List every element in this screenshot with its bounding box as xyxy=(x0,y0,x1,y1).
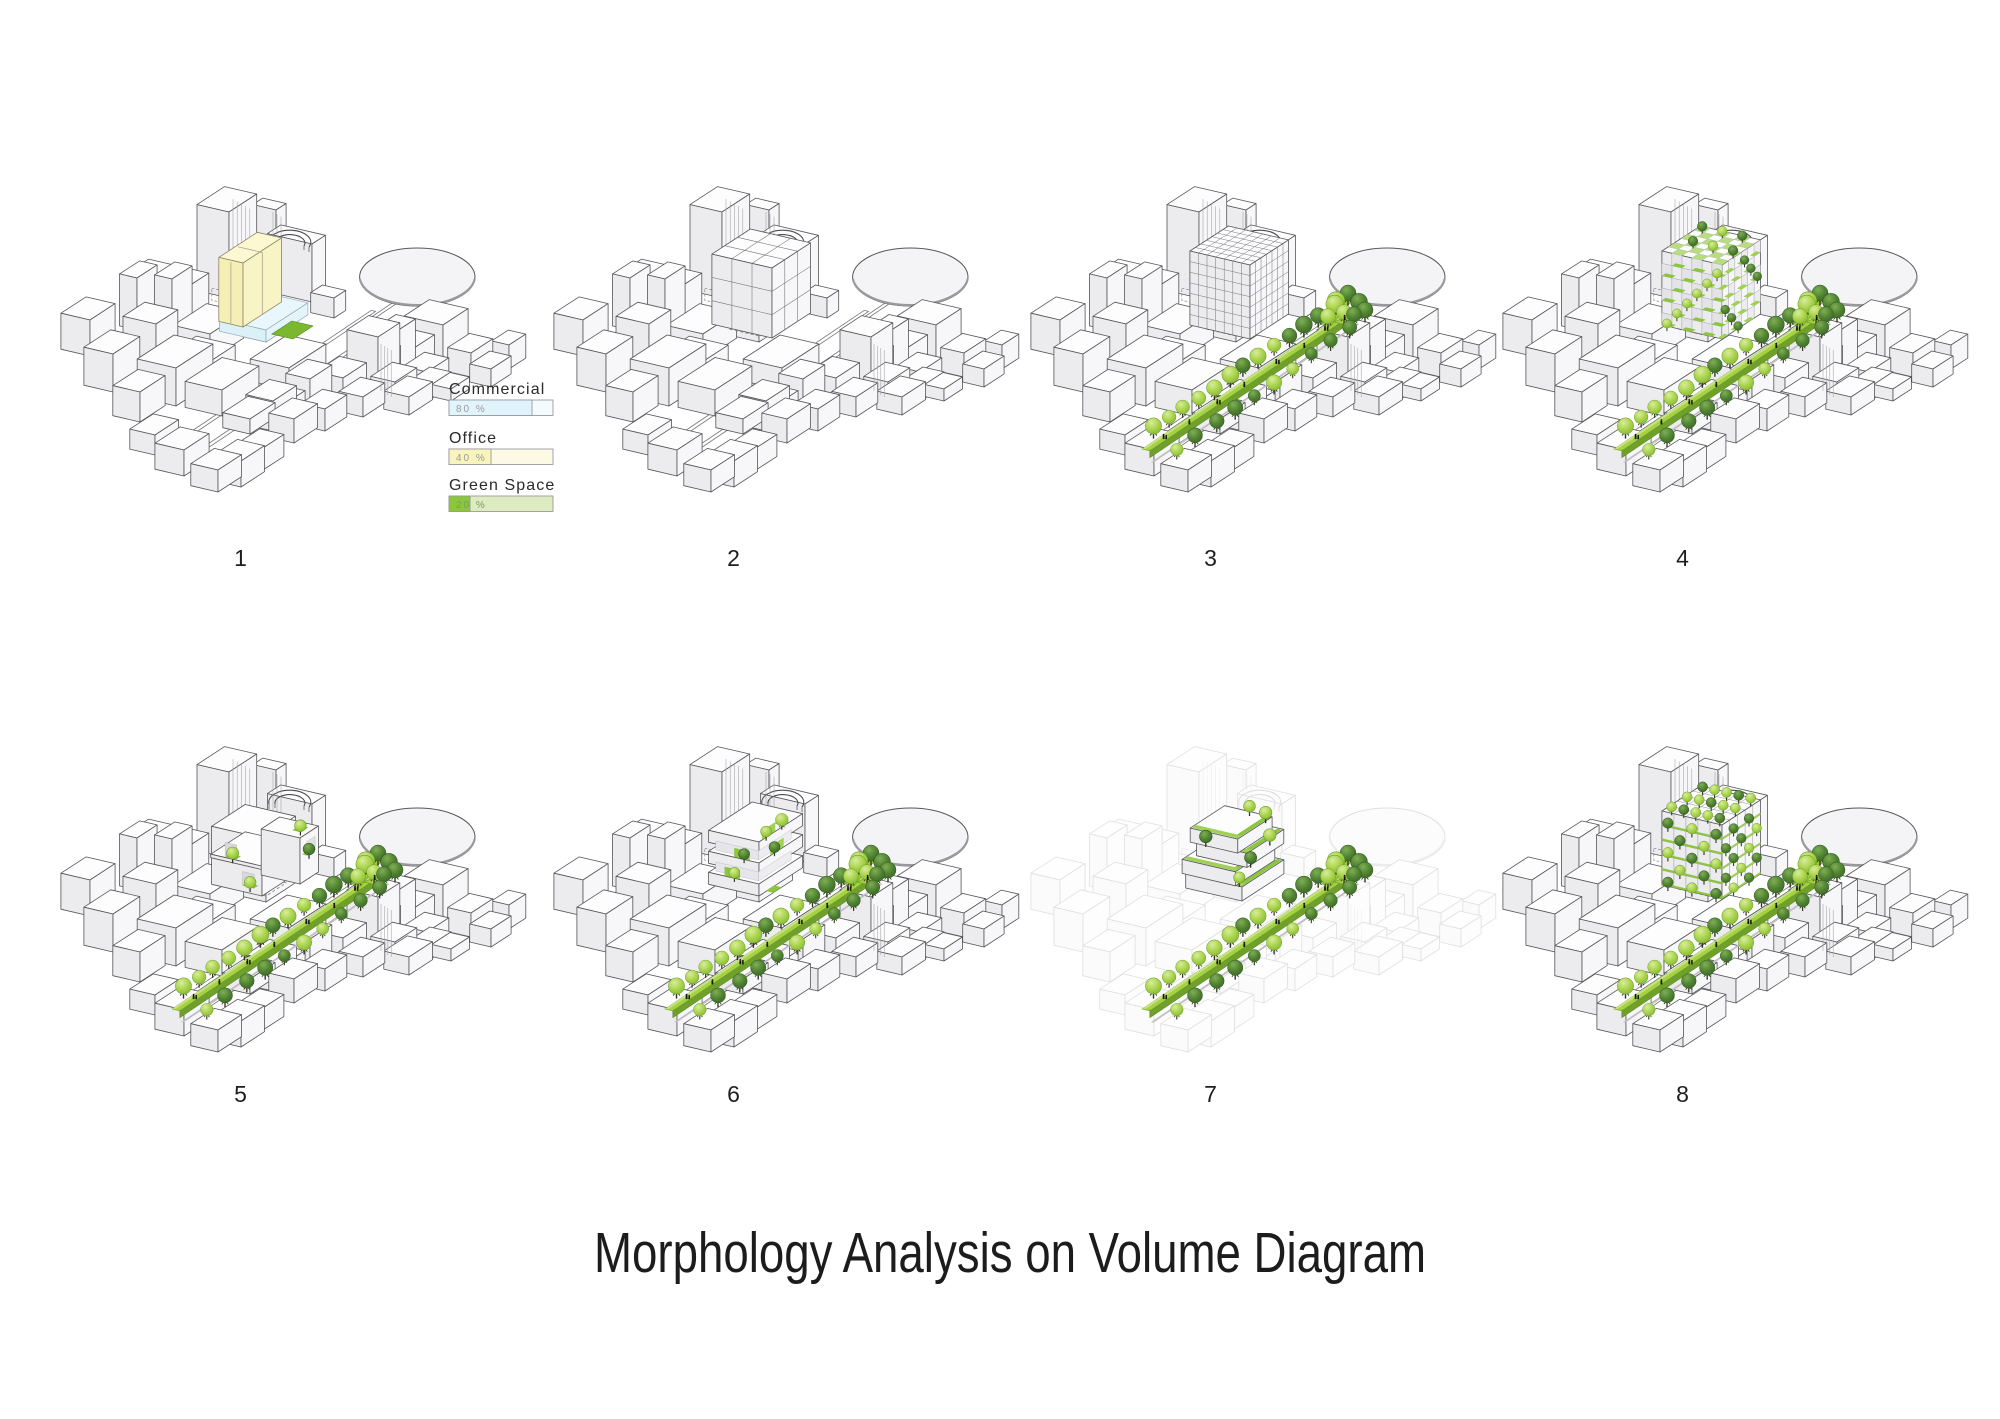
svg-text:3: 3 xyxy=(1204,545,1217,571)
svg-text:40 %: 40 % xyxy=(456,453,487,464)
svg-text:2: 2 xyxy=(727,545,740,571)
svg-text:Green Space: Green Space xyxy=(449,477,555,494)
svg-text:20 %: 20 % xyxy=(456,500,487,511)
svg-text:4: 4 xyxy=(1676,545,1689,571)
svg-text:1: 1 xyxy=(234,545,247,571)
svg-text:5: 5 xyxy=(234,1081,247,1107)
svg-text:Morphology Analysis on Volume: Morphology Analysis on Volume Diagram xyxy=(594,1221,1426,1285)
svg-text:Commercial: Commercial xyxy=(449,381,545,398)
svg-text:8: 8 xyxy=(1676,1081,1689,1107)
svg-text:Office: Office xyxy=(449,430,497,447)
svg-text:80 %: 80 % xyxy=(456,404,487,415)
svg-text:6: 6 xyxy=(727,1081,740,1107)
svg-text:7: 7 xyxy=(1204,1081,1217,1107)
